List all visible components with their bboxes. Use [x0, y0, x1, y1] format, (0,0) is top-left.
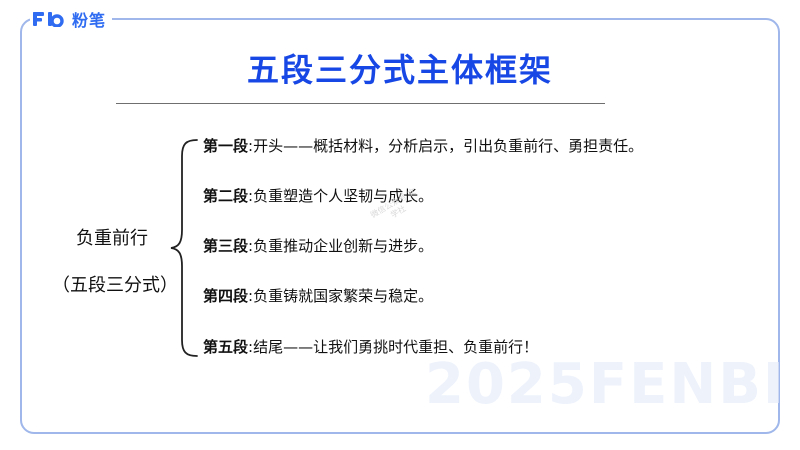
item-separator: : [248, 187, 254, 205]
list-item: 第三段:负重推动企业创新与进步。 [203, 236, 433, 256]
item-separator: : [248, 338, 254, 356]
item-separator: : [248, 237, 254, 255]
brand-name: 粉笔 [72, 11, 107, 30]
item-label: 第二段 [203, 187, 249, 205]
list-item: 第二段:负重塑造个人坚韧与成长。 [203, 186, 433, 206]
list-item: 第四段:负重铸就国家繁荣与稳定。 [203, 286, 433, 306]
list-item: 第一段:开头——概括材料，分析启示，引出负重前行、勇担责任。 [203, 136, 643, 156]
page-title: 五段三分式主体框架 [246, 51, 553, 89]
item-label: 第四段 [203, 287, 249, 305]
item-separator: : [248, 137, 254, 155]
item-label: 第三段 [203, 237, 249, 255]
fb-logo-icon [33, 12, 64, 27]
slide-frame [20, 18, 780, 434]
item-label: 第一段 [203, 137, 249, 155]
topic-label: 负重前行 [76, 228, 148, 249]
list-item: 第五段:结尾——让我们勇挑时代重担、负重前行！ [203, 337, 538, 357]
left-brace [170, 139, 198, 357]
item-text: 负重塑造个人坚韧与成长。 [253, 187, 434, 205]
item-separator: : [248, 287, 254, 305]
item-label: 第五段 [203, 338, 249, 356]
watermark-year: 2025FENBI [425, 352, 786, 417]
title-underline [116, 103, 605, 104]
brand-header: 粉笔 [30, 8, 113, 30]
structure-label: （五段三分式） [52, 275, 178, 296]
item-text: 负重铸就国家繁荣与稳定。 [253, 287, 434, 305]
item-text: 开头——概括材料，分析启示，引出负重前行、勇担责任。 [253, 137, 644, 155]
item-text: 结尾——让我们勇挑时代重担、负重前行！ [253, 338, 539, 356]
item-text: 负重推动企业创新与进步。 [253, 237, 434, 255]
